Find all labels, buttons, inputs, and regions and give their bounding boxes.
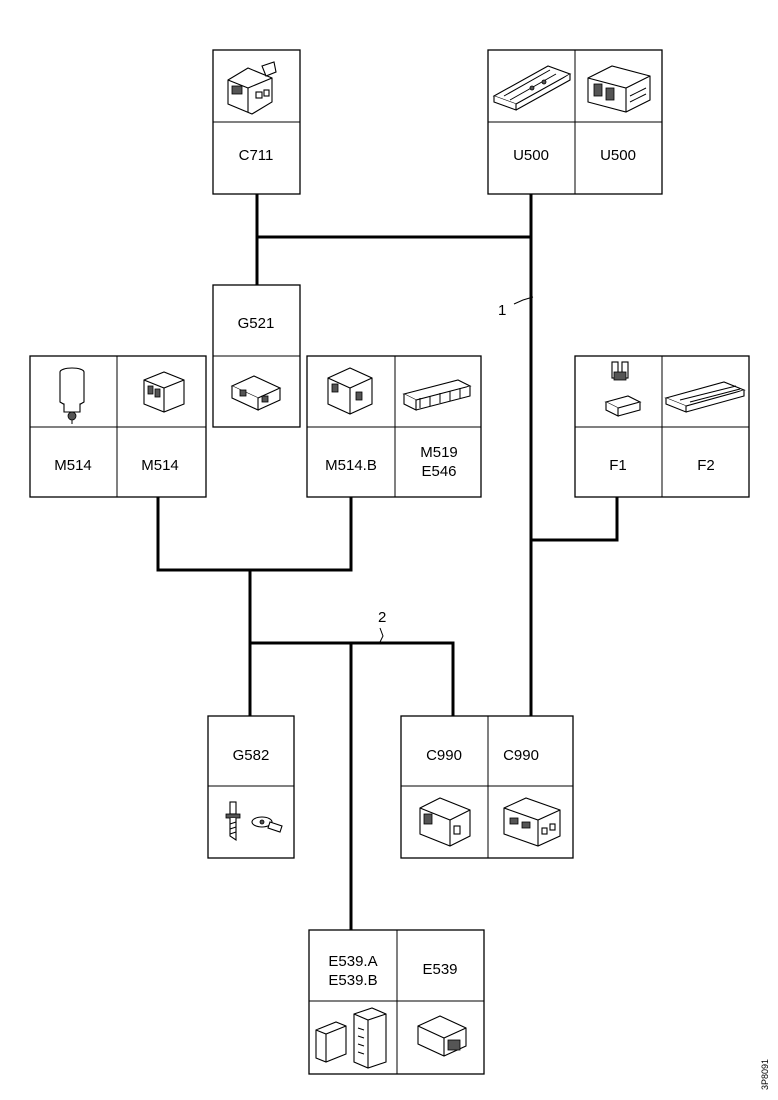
component-m514: M514 M514 xyxy=(29,355,207,498)
control-module-icon xyxy=(492,65,572,111)
wire-trunk-2-horizontal xyxy=(250,641,455,716)
component-fuses: F1 F2 xyxy=(574,355,750,498)
harness-number-2: 2 xyxy=(378,609,386,626)
label-e546: E546 xyxy=(421,463,456,480)
label-u500-b: U500 xyxy=(600,147,636,164)
harness-number-1: 1 xyxy=(498,302,506,319)
label-m514-b: M514 xyxy=(141,457,179,474)
figure-code: 3P8091 xyxy=(760,1059,770,1090)
connector-icon xyxy=(143,371,185,413)
component-c711: C711 xyxy=(212,49,301,195)
label-f2: F2 xyxy=(697,457,715,474)
label-c990-a: C990 xyxy=(426,747,462,764)
connector-icon xyxy=(417,1015,467,1057)
connector-icon xyxy=(503,797,561,847)
component-u500: U500 U500 xyxy=(487,49,663,195)
label-m514b: M514.B xyxy=(325,457,377,474)
label-c990-b: C990 xyxy=(503,747,539,764)
label-e539a: E539.A xyxy=(328,953,377,970)
connector-icon xyxy=(419,797,471,847)
fuse-icon xyxy=(604,361,642,417)
harness-label-1: 1 xyxy=(498,296,534,319)
label-m514-a: M514 xyxy=(54,457,92,474)
label-u500-a: U500 xyxy=(513,147,549,164)
connector-icon xyxy=(230,375,282,411)
label-e539b: E539.B xyxy=(328,972,377,989)
motor-icon xyxy=(59,367,85,424)
connector-pair-icon xyxy=(315,1007,387,1069)
component-g521: G521 xyxy=(212,284,301,428)
connector-strip-icon xyxy=(402,379,472,411)
label-f1: F1 xyxy=(609,457,627,474)
connector-icon xyxy=(227,61,277,115)
relay-box-icon xyxy=(587,65,651,113)
label-c711: C711 xyxy=(239,147,274,164)
label-e539: E539 xyxy=(422,961,457,978)
fuse-box-icon xyxy=(664,381,746,413)
component-g582: G582 xyxy=(207,715,295,859)
label-m519: M519 xyxy=(420,444,458,461)
label-g521: G521 xyxy=(238,315,275,332)
ground-stud-icon xyxy=(225,801,283,842)
component-e539: E539.A E539.B E539 xyxy=(308,929,485,1075)
component-m514b-m519: M514.B M519 E546 xyxy=(306,355,482,498)
wire-fuse-branch xyxy=(531,497,619,542)
harness-wires xyxy=(156,194,619,930)
harness-label-2: 2 xyxy=(378,609,386,643)
connector-icon xyxy=(327,367,373,415)
label-g582: G582 xyxy=(233,747,270,764)
component-c990: C990 C990 xyxy=(400,715,574,859)
wire-m514-m514b xyxy=(156,497,353,572)
